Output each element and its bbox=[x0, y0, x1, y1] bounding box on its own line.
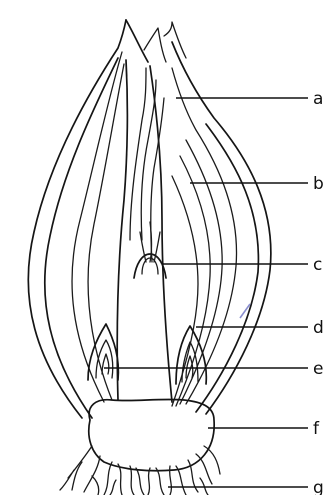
disc-stem bbox=[89, 399, 214, 470]
outer-scale-leaf bbox=[28, 20, 271, 418]
label-g: g bbox=[313, 478, 324, 495]
fleshy-scale-leaves bbox=[72, 22, 237, 406]
label-f: f bbox=[313, 419, 320, 439]
label-b: b bbox=[313, 174, 324, 194]
central-shoot bbox=[117, 60, 172, 402]
label-a: a bbox=[313, 89, 323, 109]
label-c: c bbox=[313, 255, 322, 275]
label-d: d bbox=[313, 318, 324, 338]
label-e: e bbox=[313, 359, 323, 379]
